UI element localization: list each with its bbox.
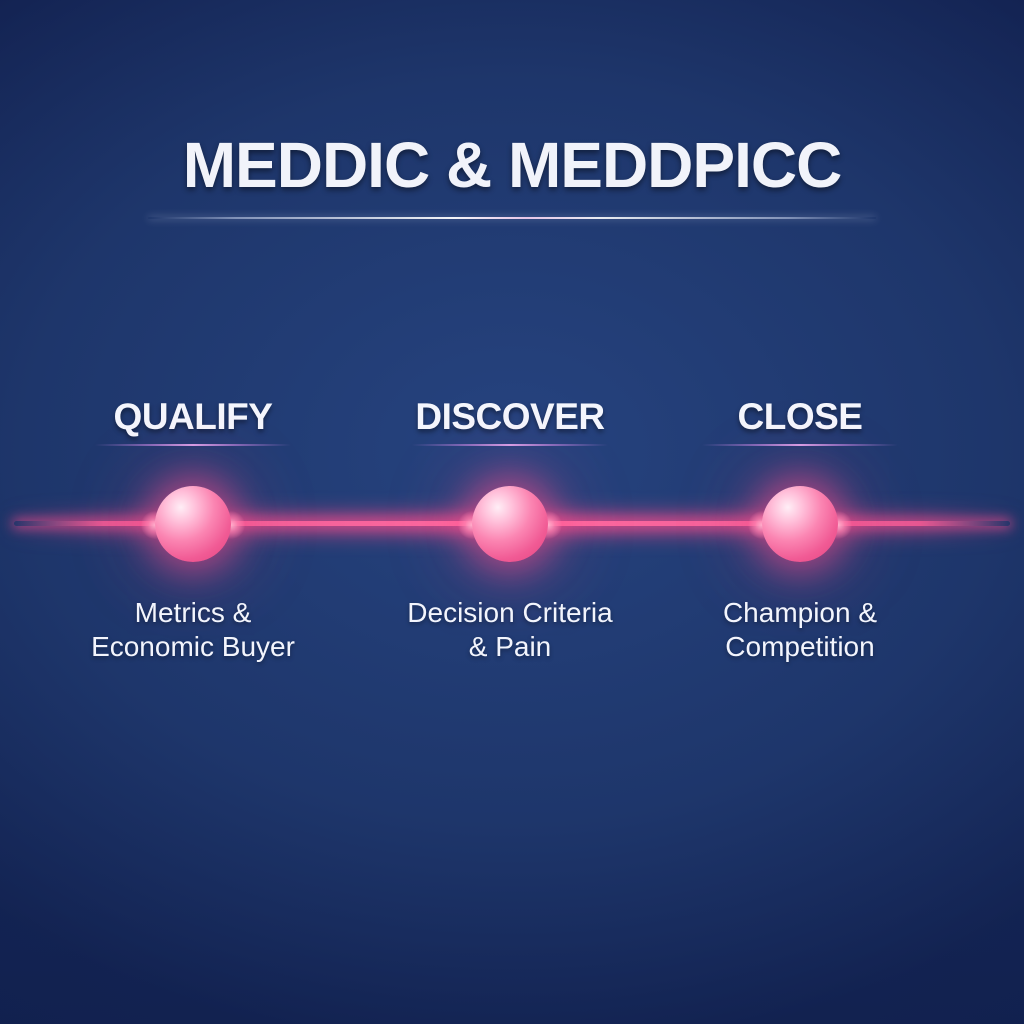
- stage-node-sphere-icon: [762, 486, 838, 562]
- page-title: MEDDIC & MEDDPICC: [182, 129, 843, 201]
- title-divider: [148, 217, 876, 219]
- stage-node-sphere-icon: [155, 486, 231, 562]
- stage-description: Champion & Competition: [722, 597, 878, 662]
- stage-close: CLOSE Champion & Competition: [640, 396, 960, 686]
- stage-qualify: QUALIFY Metrics & Economic Buyer: [33, 396, 353, 686]
- stage-label-divider: [95, 444, 291, 446]
- stage-description: Decision Criteria & Pain: [407, 597, 613, 662]
- stage-node-sphere-icon: [472, 486, 548, 562]
- stage-label: QUALIFY: [113, 396, 273, 437]
- stage-label: CLOSE: [737, 396, 863, 437]
- stage-label-divider: [412, 444, 608, 446]
- stage-description: Metrics & Economic Buyer: [91, 597, 295, 662]
- stage-discover: DISCOVER Decision Criteria & Pain: [350, 396, 670, 686]
- stage-label: DISCOVER: [415, 396, 605, 437]
- stage-label-divider: [702, 444, 898, 446]
